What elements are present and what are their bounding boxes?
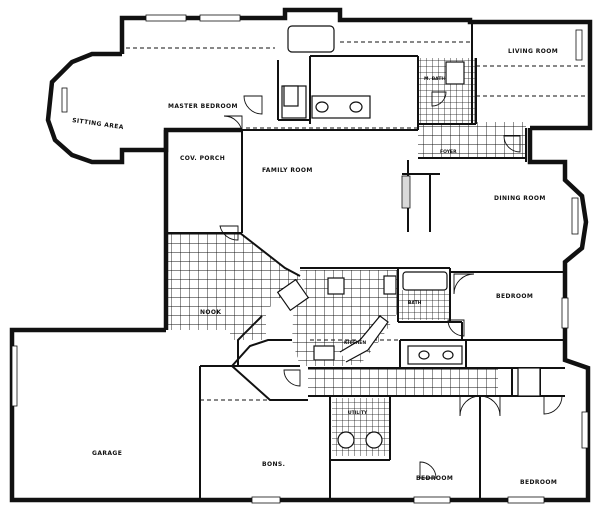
room-label-sitting-area: SITTING AREA bbox=[72, 117, 124, 131]
door-swing-icon bbox=[283, 369, 301, 387]
door-swing-icon bbox=[419, 461, 437, 479]
room-label-garage: GARAGE bbox=[92, 450, 122, 457]
fixtures bbox=[276, 25, 541, 449]
sink-icon bbox=[442, 350, 454, 360]
room-label-master-bath: M. BATH bbox=[424, 76, 445, 82]
washer-icon bbox=[337, 431, 355, 449]
door-swing-icon bbox=[479, 395, 501, 417]
door-swing-icon bbox=[243, 95, 263, 115]
foyer-tile bbox=[418, 122, 526, 158]
hall-tile bbox=[308, 368, 498, 396]
room-label-kitchen: KITCHEN bbox=[344, 340, 366, 346]
vanity-icon bbox=[407, 345, 463, 365]
room-label-bedroom-south: BEDROOM bbox=[416, 475, 453, 482]
room-label-foyer: FOYER bbox=[440, 149, 457, 155]
nook-tile bbox=[166, 233, 302, 330]
sink-icon bbox=[418, 350, 430, 360]
fireplace-icon bbox=[401, 175, 411, 209]
tub-icon bbox=[402, 271, 448, 291]
door-swing-icon bbox=[223, 115, 243, 135]
linen-closet-icon bbox=[517, 367, 541, 397]
room-label-bedroom-southeast: BEDROOM bbox=[520, 479, 557, 486]
room-label-bonus: BONS. bbox=[262, 461, 285, 468]
room-label-bath: BATH bbox=[408, 300, 422, 306]
dryer-icon bbox=[365, 431, 383, 449]
staircase-icon bbox=[283, 85, 299, 107]
entry-tile bbox=[230, 300, 266, 340]
room-label-living-room: LIVING ROOM bbox=[508, 48, 558, 55]
toilet-icon bbox=[445, 61, 465, 85]
room-label-dining-room: DINING ROOM bbox=[494, 195, 546, 202]
range-icon bbox=[276, 278, 310, 312]
dashed-lines bbox=[126, 41, 586, 401]
door-swing-icon bbox=[503, 135, 521, 153]
room-label-family-room: FAMILY ROOM bbox=[262, 167, 313, 174]
door-swing-icon bbox=[453, 273, 475, 295]
room-labels: SITTING AREA MASTER BEDROOM LIVING ROOM … bbox=[72, 48, 558, 486]
door-swing-icon bbox=[459, 395, 481, 417]
bath-tile bbox=[398, 290, 450, 320]
sink-icon bbox=[349, 101, 363, 113]
kitchen-island-icon bbox=[339, 315, 389, 363]
room-label-nook: NOOK bbox=[200, 309, 221, 316]
door-swing-icon bbox=[543, 395, 563, 415]
doors bbox=[219, 91, 563, 479]
room-label-master-bedroom: MASTER BEDROOM bbox=[168, 103, 238, 110]
room-label-cov-porch: COV. PORCH bbox=[180, 155, 225, 162]
dishwasher-icon bbox=[383, 275, 397, 295]
bathtub-icon bbox=[287, 25, 335, 53]
pantry-icon bbox=[313, 345, 335, 361]
door-swing-icon bbox=[219, 225, 239, 241]
door-swing-icon bbox=[447, 319, 465, 337]
exterior-walls bbox=[9, 7, 593, 503]
refrigerator-icon bbox=[327, 277, 345, 295]
utility-tile bbox=[332, 398, 390, 456]
interior-walls bbox=[166, 22, 565, 500]
sink-icon bbox=[315, 101, 329, 113]
room-label-utility: UTILITY bbox=[348, 410, 368, 416]
windows bbox=[11, 14, 589, 504]
door-swing-icon bbox=[431, 91, 447, 107]
room-label-bedroom-east: BEDROOM bbox=[496, 293, 533, 300]
